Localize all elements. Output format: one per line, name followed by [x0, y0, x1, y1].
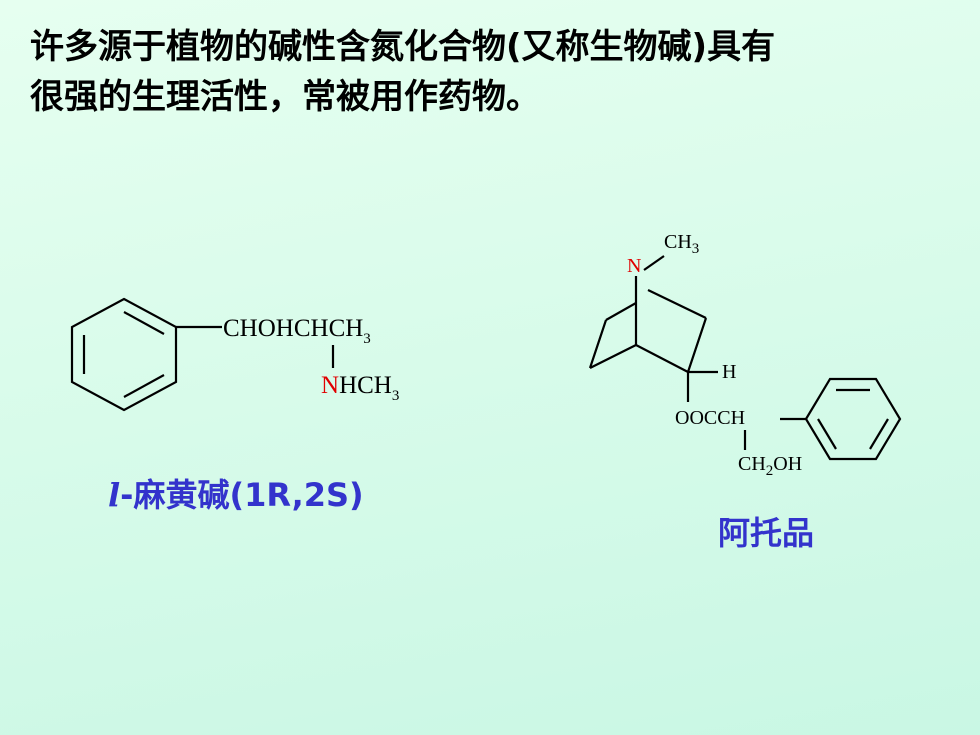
atropine-ch2oh-label: CH2OH — [738, 453, 802, 479]
intro-line-1: 许多源于植物的碱性含氮化合物(又称生物碱)具有 — [30, 27, 776, 67]
atropine-caption: 阿托品 — [718, 514, 815, 552]
ephedrine-nitrogen-atom: N — [321, 372, 339, 399]
atropine-methyl-label: CH3 — [664, 231, 699, 257]
atropine-tropane-skeleton — [588, 255, 718, 402]
ephedrine-caption: l-麻黄碱(1R,2S) — [108, 476, 364, 514]
atropine-ester-label: OOCCH — [675, 407, 745, 429]
ephedrine-chain-label: CHOHCHCH3 — [223, 315, 371, 347]
ephedrine-amine-label: NHCH3 — [321, 372, 399, 404]
atropine-nitrogen-atom: N — [627, 255, 641, 277]
atropine-benzene-ring — [804, 377, 902, 461]
intro-text: 许多源于植物的碱性含氮化合物(又称生物碱)具有 很强的生理活性，常被用作药物。 — [30, 22, 930, 122]
atropine-h-label: H — [722, 361, 736, 383]
ephedrine-benzene-ring — [70, 297, 178, 412]
intro-line-2: 很强的生理活性，常被用作药物。 — [30, 77, 540, 117]
